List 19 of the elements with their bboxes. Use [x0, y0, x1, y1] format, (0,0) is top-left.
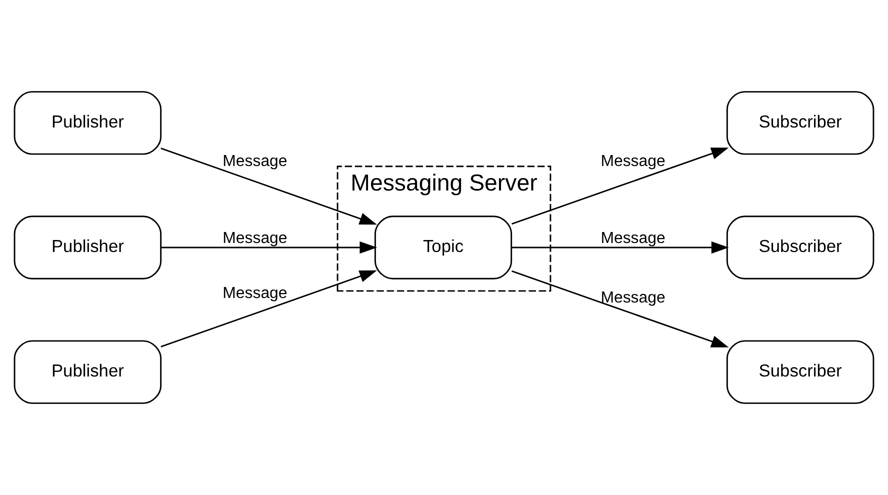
node-box: Topic	[374, 216, 512, 280]
arrow	[160, 270, 377, 348]
node-box: Subscriber	[726, 216, 874, 280]
edge-label: Message	[600, 289, 666, 306]
node-box: Publisher	[14, 91, 162, 155]
node-box: Publisher	[14, 216, 162, 280]
edge-label: Message	[600, 153, 666, 170]
arrow	[512, 148, 729, 225]
arrow	[160, 241, 378, 254]
edge-label: Message	[600, 230, 666, 247]
arrow	[512, 270, 729, 348]
edge-label: Message	[222, 230, 288, 247]
arrow	[160, 148, 377, 225]
edge-label: Message	[222, 284, 288, 302]
node-box: Subscriber	[726, 340, 874, 404]
node-box: Publisher	[14, 340, 162, 404]
edge-label: Message	[222, 153, 288, 170]
node-box: Subscriber	[726, 91, 874, 155]
arrow	[512, 241, 729, 254]
